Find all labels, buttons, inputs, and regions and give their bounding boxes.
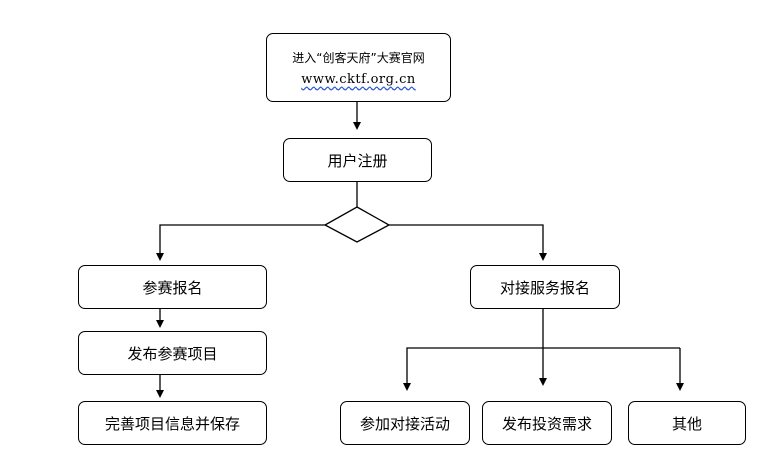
node-start: 进入“创客天府”大赛官网 www.cktf.org.cn — [266, 33, 451, 102]
node-join-docking: 参加对接活动 — [340, 401, 470, 445]
node-docking-apply-label: 对接服务报名 — [499, 278, 590, 297]
decision-diamond — [323, 206, 391, 243]
node-publish-investment: 发布投资需求 — [482, 401, 612, 445]
node-other-label: 其他 — [671, 414, 702, 433]
node-docking-apply: 对接服务报名 — [470, 265, 620, 309]
node-start-url: www.cktf.org.cn — [301, 71, 416, 87]
node-apply: 参赛报名 — [78, 265, 267, 309]
node-publish-project-label: 发布参赛项目 — [127, 344, 218, 363]
node-save-project: 完善项目信息并保存 — [78, 401, 267, 445]
node-register: 用户注册 — [283, 138, 432, 182]
node-other: 其他 — [628, 401, 746, 445]
node-join-docking-label: 参加对接活动 — [359, 414, 450, 433]
node-register-label: 用户注册 — [327, 151, 388, 170]
node-publish-project: 发布参赛项目 — [78, 331, 267, 375]
arrow-decision-to-apply — [156, 224, 325, 261]
node-apply-label: 参赛报名 — [142, 278, 203, 297]
node-save-project-label: 完善项目信息并保存 — [104, 414, 240, 433]
node-publish-investment-label: 发布投资需求 — [501, 414, 592, 433]
arrow-decision-to-docking — [389, 224, 547, 261]
node-start-title: 进入“创客天府”大赛官网 — [292, 50, 425, 65]
arrow-to-join-docking — [403, 347, 680, 391]
